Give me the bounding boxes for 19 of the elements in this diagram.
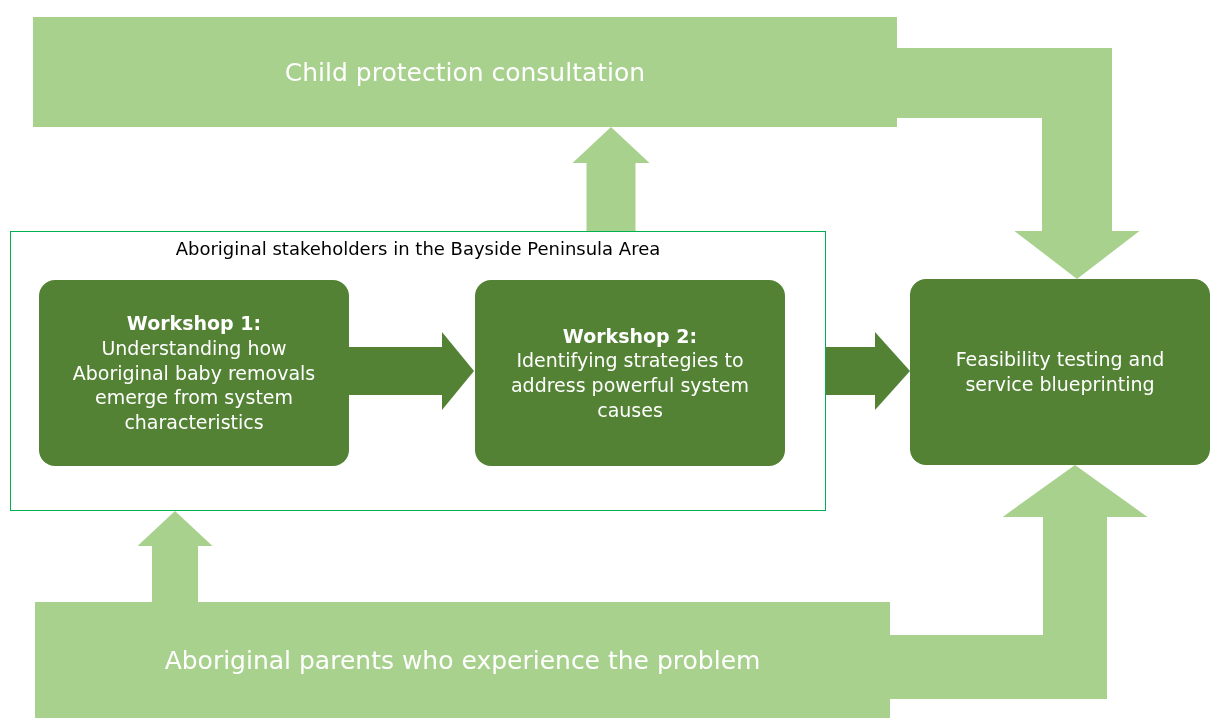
- box-heading: Workshop 2:: [562, 323, 698, 349]
- process-box: [475, 280, 785, 466]
- process-box: [910, 279, 1210, 465]
- block-arrow: [572, 127, 650, 231]
- block-arrow: [137, 511, 213, 602]
- box-label: Aboriginal parents who experience the problem: [164, 645, 761, 675]
- box-label: Understanding how Aboriginal baby removals emerge from system characteristics: [71, 335, 317, 435]
- group-frame: [10, 231, 826, 511]
- banner-box: [35, 602, 890, 718]
- box-label: Feasibility testing and service blueprinting: [954, 347, 1166, 397]
- box-label: Identifying strategies to address powerful system causes: [509, 348, 751, 423]
- frame-heading: Aboriginal stakeholders in the Bayside Peninsula Area: [175, 238, 661, 259]
- box-label: Child protection consultation: [284, 57, 646, 87]
- process-box: [39, 280, 349, 466]
- block-arrow: [897, 48, 1140, 279]
- block-arrow: [348, 332, 474, 410]
- block-arrow: [826, 332, 910, 410]
- banner-box: [33, 17, 897, 127]
- box-heading: Workshop 1:: [126, 311, 262, 336]
